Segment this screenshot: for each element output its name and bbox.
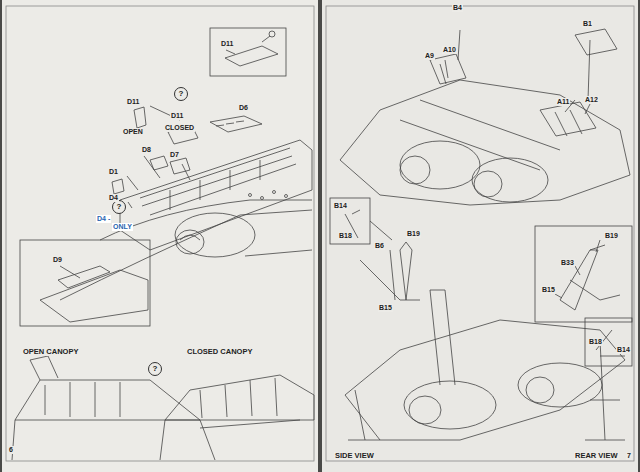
part-label: D4 - [96,215,111,223]
question-mark: ? [117,203,122,211]
part-label: 7 [626,452,632,460]
part-label: CLOSED [164,124,195,132]
part-label: B4 [452,4,463,12]
part-label: B14 [333,202,348,210]
question-circle: ? [174,87,188,101]
part-label: B19 [406,230,421,238]
part-label: 6 [8,446,14,454]
part-label: REAR VIEW [574,452,619,460]
part-label: B14 [616,346,631,354]
question-circle: ? [148,362,162,376]
part-label: D1 [108,168,119,176]
part-label: D4 [108,194,119,202]
question-mark: ? [153,365,158,373]
part-label: D8 [141,146,152,154]
part-label: D9 [52,256,63,264]
part-label: D11 [170,112,184,120]
part-label: D7 [169,151,180,159]
part-label: OPEN [122,128,144,136]
part-label: B18 [588,338,603,346]
part-label: B6 [374,242,385,250]
part-label: A12 [584,96,599,104]
part-label: ONLY [112,223,133,231]
part-label: CLOSED CANOPY [186,348,253,356]
part-label: B19 [604,232,619,240]
part-label: B33 [560,259,575,267]
part-label: A10 [442,46,457,54]
part-label: B15 [541,286,556,294]
part-label: A11 [556,98,570,106]
question-mark: ? [179,90,184,98]
part-label: B15 [378,304,393,312]
part-label: B1 [582,20,593,28]
part-label: D11 [126,98,140,106]
part-label: SIDE VIEW [334,452,375,460]
part-label: OPEN CANOPY [22,348,79,356]
part-label: A9 [424,52,435,60]
part-label: D6 [238,104,249,112]
part-label: B18 [338,232,353,240]
question-circle: ? [112,200,126,214]
part-label: D11 [220,40,234,48]
